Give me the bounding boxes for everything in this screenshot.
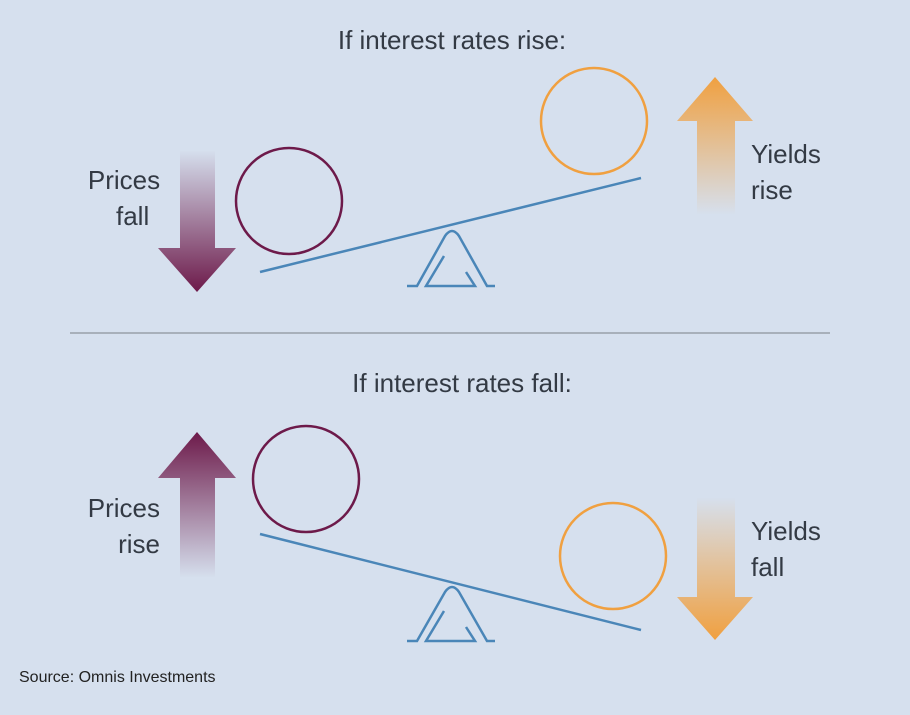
- seesaw-beam: [259, 532, 642, 632]
- prices-rise-arrow-icon: [158, 432, 236, 578]
- yields-label-line: Yields: [751, 139, 821, 169]
- yields-label: Yields rise: [751, 136, 821, 208]
- prices-label-line: Prices: [87, 165, 161, 195]
- price-circle: [234, 146, 344, 256]
- prices-label: Prices fall: [70, 162, 178, 234]
- prices-fall-arrow-icon: [158, 150, 236, 292]
- yields-label-line: Yields: [751, 516, 821, 546]
- yields-fall-arrow-icon: [677, 497, 753, 640]
- yields-label: Yields fall: [751, 513, 821, 585]
- yields-label-line: fall: [751, 552, 785, 582]
- yields-rise-arrow-icon: [677, 77, 753, 215]
- yield-circle: [558, 501, 668, 611]
- fulcrum-icon: [407, 229, 495, 288]
- seesaw-beam: [259, 176, 642, 274]
- prices-label-line: fall: [116, 201, 150, 231]
- top-title: If interest rates rise:: [337, 25, 567, 55]
- prices-label: Prices rise: [86, 490, 160, 562]
- fulcrum-icon: [407, 585, 495, 643]
- yields-label-line: rise: [751, 175, 793, 205]
- bottom-title: If interest rates fall:: [352, 368, 572, 398]
- price-circle: [251, 424, 361, 534]
- prices-label-line: Prices: [87, 493, 160, 523]
- source-note: Source: Omnis Investments: [19, 669, 216, 686]
- prices-label-line: rise: [118, 529, 160, 559]
- yield-circle: [539, 66, 649, 176]
